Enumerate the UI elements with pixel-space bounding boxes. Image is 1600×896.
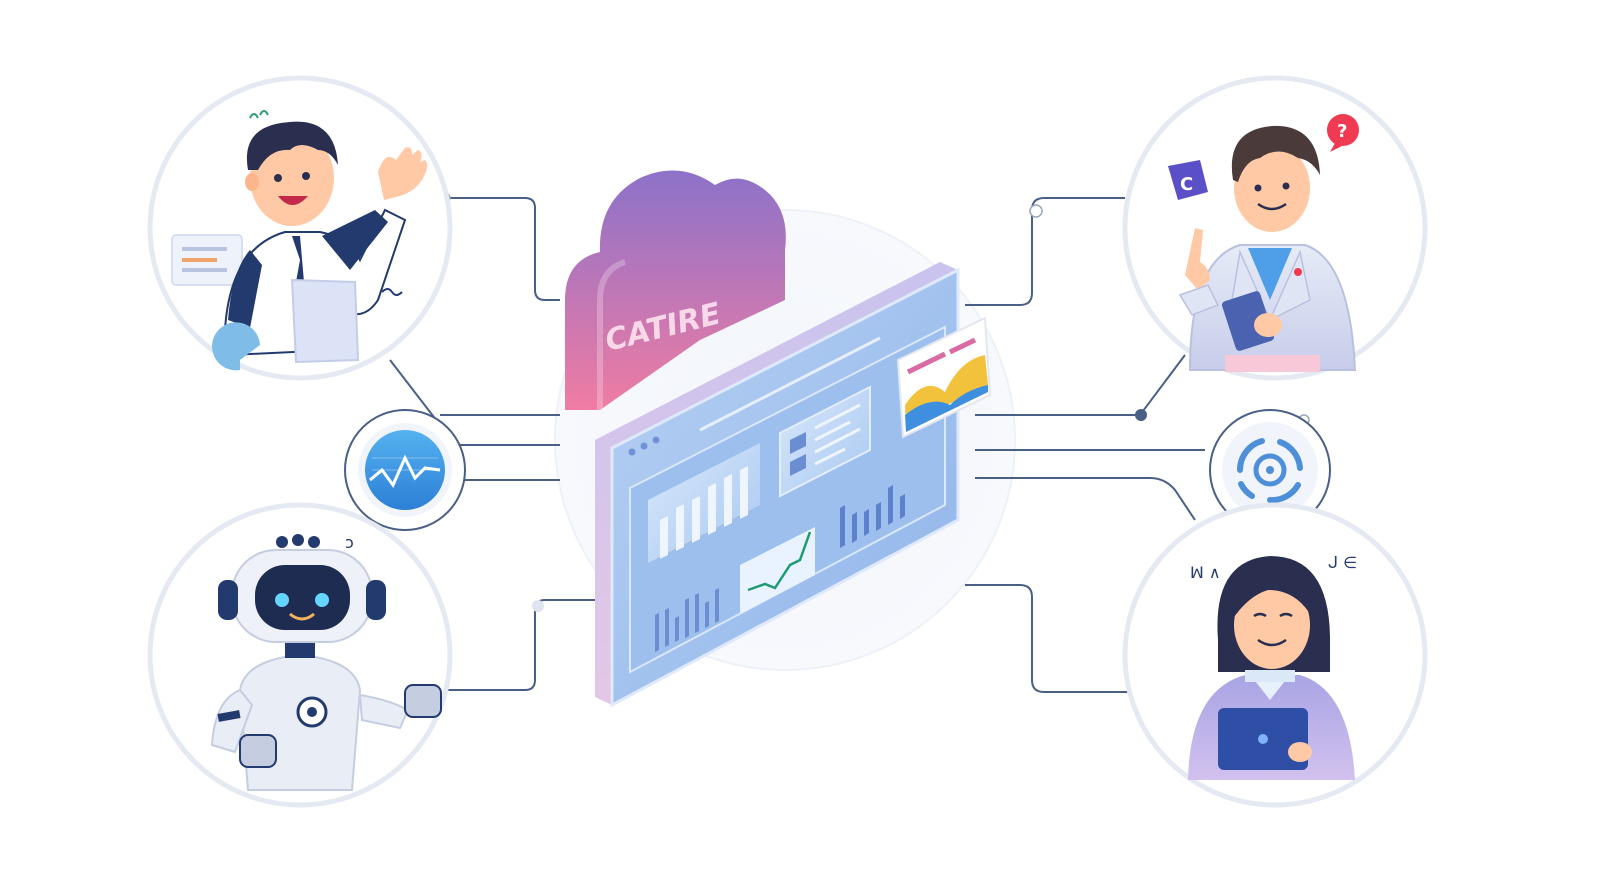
node-woman: ꟽ ∧ ᒍ ∈: [1122, 502, 1428, 808]
woman-doodle-right: ᒍ ∈: [1328, 553, 1357, 572]
bar-chart-bars: [660, 466, 748, 559]
connector-dot: [1029, 204, 1043, 218]
right-bar-chart: [840, 485, 905, 548]
connector-lines: [389, 197, 1205, 693]
title-bar-line: [699, 336, 881, 432]
form-panel-lines: [814, 403, 861, 466]
robot-icon: ɔ: [210, 533, 442, 791]
connector-target: [975, 449, 1205, 521]
connector-presenter: [445, 197, 560, 301]
window-controls: [628, 436, 660, 456]
node-presenter: [147, 75, 453, 381]
target-icon: [1236, 438, 1303, 504]
connector-dot: [1135, 409, 1147, 421]
connector-woman: [965, 584, 1130, 693]
robot-doodle: ɔ: [345, 533, 354, 552]
woman-doodle-left: ꟽ ∧: [1190, 563, 1221, 582]
line-chart-panel: [740, 527, 815, 614]
connector-doctor: [965, 197, 1125, 306]
woman-laptop-icon: ꟽ ∧ ᒍ ∈: [1188, 553, 1357, 780]
node-robot: ɔ: [147, 502, 453, 808]
bubble-symbol: C: [1180, 174, 1193, 195]
doctor-icon: C ?: [1168, 114, 1359, 372]
form-panel-items: [790, 432, 806, 476]
cloud-shape: CATIRE: [565, 170, 786, 410]
dashboard-screen: [595, 262, 960, 708]
presenter-icon: [171, 110, 428, 371]
node-analytics[interactable]: [344, 409, 466, 531]
bottom-bar-chart: [655, 588, 719, 652]
connector-dot: [532, 600, 544, 612]
connector-robot: [445, 599, 600, 691]
node-target[interactable]: [1209, 409, 1331, 531]
node-doctor: C ?: [1122, 75, 1428, 381]
line-chart-icon: [365, 430, 445, 510]
question-symbol: ?: [1337, 121, 1347, 142]
floating-chart-card: [896, 316, 992, 439]
line-chart-series: [747, 531, 812, 592]
question-badge: [1327, 114, 1359, 146]
connector-presenter-analytics: [389, 359, 441, 426]
